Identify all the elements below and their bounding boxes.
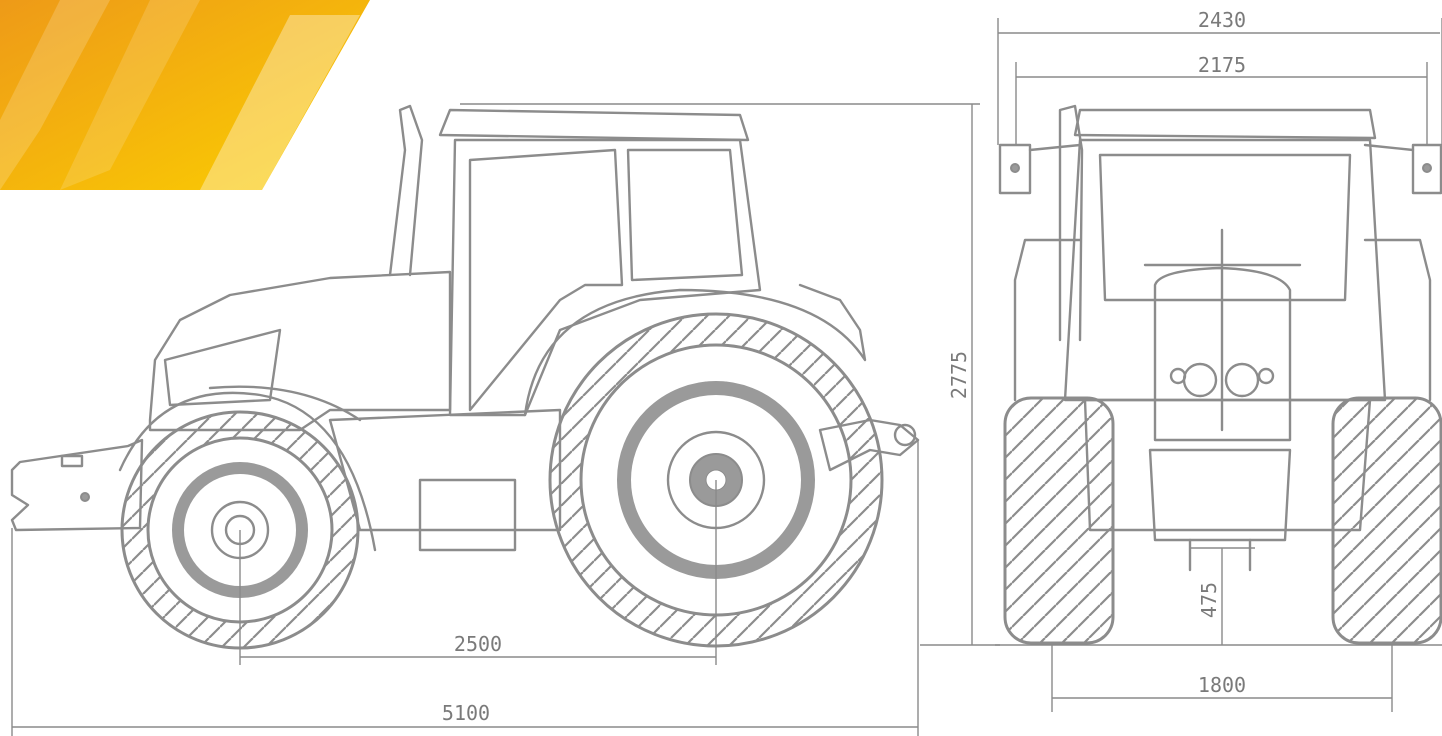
rear-hitch	[818, 418, 920, 472]
step	[418, 478, 517, 552]
dimension-height: 2775	[460, 103, 1000, 646]
dimension-label-5100: 5100	[442, 701, 490, 725]
dimension-label-2775: 2775	[947, 351, 971, 399]
exhaust-pipe	[388, 104, 424, 277]
rear-right-wheel	[1331, 396, 1442, 645]
dimension-ground-clearance: 475	[1190, 547, 1255, 645]
dimension-label-2430: 2430	[1198, 8, 1246, 32]
rear-fender	[523, 283, 867, 417]
dimension-overall-width: 2430	[997, 8, 1442, 145]
dimension-track-width: 2175	[1015, 53, 1428, 145]
cab-roof	[438, 108, 750, 142]
brand-banner	[0, 0, 370, 190]
left-mirror	[998, 143, 1032, 195]
dimension-wheel-track: 1800	[1051, 645, 1393, 712]
dimension-wheelbase: 2500	[239, 480, 717, 665]
front-ballast-weight	[10, 438, 144, 532]
dimension-label-2500: 2500	[454, 632, 502, 656]
dimension-label-1800: 1800	[1198, 673, 1246, 697]
tractor-rear-view	[998, 104, 1442, 645]
dimension-overall-length: 5100	[11, 440, 919, 736]
rear-cab-roof	[1073, 108, 1377, 140]
rear-left-wheel	[1003, 396, 1115, 645]
dimension-label-475: 475	[1197, 582, 1221, 618]
dimension-label-2175: 2175	[1198, 53, 1246, 77]
